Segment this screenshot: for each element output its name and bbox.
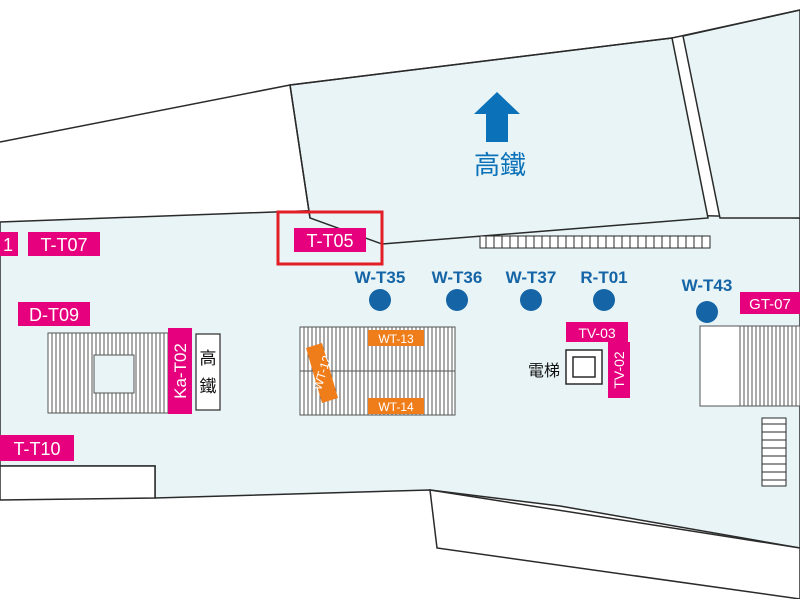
stop-w-t37-label: W-T37 [506, 268, 557, 287]
escalator-left [47, 332, 171, 414]
gate-label-t-t05-text: T-T05 [306, 231, 353, 251]
gate-label-t-t05[interactable]: T-T05 [294, 228, 366, 252]
up-arrow-icon [474, 92, 520, 142]
lower-annex [429, 489, 800, 599]
stop-w-t36-dot[interactable] [446, 289, 468, 311]
stop-w-t36-label: W-T36 [432, 268, 483, 287]
hsr-rail-label-line2: 鐵 [200, 377, 217, 397]
gate-label-tv-02[interactable]: TV-02 [608, 342, 630, 398]
elevator[interactable] [565, 349, 603, 385]
outer-wall-line [0, 9, 800, 143]
stair-label-wt-13[interactable]: WT-13 [368, 330, 424, 346]
stop-w-t35[interactable]: W-T35 [355, 268, 406, 311]
stair-ladder-right [761, 417, 787, 487]
highlight-box [276, 210, 384, 266]
hsr-rail-label: 高 鐵 [195, 333, 221, 411]
gate-label-gt-07-text: GT-07 [749, 296, 791, 313]
gate-label-gt-07[interactable]: GT-07 [740, 292, 800, 314]
gate-label-partial-1[interactable]: 1 [0, 232, 18, 256]
gate-label-tv-02-text: TV-02 [611, 351, 627, 389]
stair-label-wt-12[interactable]: WT-12 [306, 343, 338, 403]
gate-label-t-t10-text: T-T10 [13, 439, 60, 459]
gate-label-ka-t02-text: Ka-T02 [171, 343, 190, 399]
stop-w-t37[interactable]: W-T37 [506, 268, 557, 311]
gate-label-d-t09-text: D-T09 [29, 305, 79, 325]
escalator-right [699, 325, 800, 407]
stop-w-t35-label: W-T35 [355, 268, 406, 287]
gate-label-t-t07[interactable]: T-T07 [28, 232, 100, 256]
stair-label-wt-14[interactable]: WT-14 [368, 398, 424, 414]
elevator-label: 電梯 [528, 361, 560, 380]
gate-label-partial-1-text: 1 [3, 235, 13, 255]
gate-label-t-t07-text: T-T07 [40, 235, 87, 255]
gate-label-tv-03[interactable]: TV-03 [566, 322, 628, 342]
stair-label-wt-13-text: WT-13 [378, 332, 414, 346]
stop-w-t35-dot[interactable] [369, 289, 391, 311]
gate-label-ka-t02[interactable]: Ka-T02 [168, 328, 192, 414]
stair-label-wt-14-text: WT-14 [378, 400, 414, 414]
fare-gate-strip [479, 235, 711, 249]
stop-w-t36[interactable]: W-T36 [432, 268, 483, 311]
hsr-rail-label-line1: 高 [200, 349, 217, 369]
stop-r-t01[interactable]: R-T01 [580, 268, 628, 311]
stop-r-t01-label: R-T01 [580, 268, 627, 287]
gate-label-d-t09[interactable]: D-T09 [18, 302, 90, 326]
stop-w-t43-dot[interactable] [696, 301, 718, 323]
stop-w-t37-dot[interactable] [520, 289, 542, 311]
gate-label-t-t10[interactable]: T-T10 [0, 435, 74, 461]
gate-label-tv-03-text: TV-03 [578, 325, 616, 341]
hsr-exit-label: 高鐵 [474, 151, 526, 181]
stop-w-t43-label: W-T43 [682, 276, 733, 295]
divider-line [289, 84, 311, 219]
stop-r-t01-dot[interactable] [593, 289, 615, 311]
stop-w-t43[interactable]: W-T43 [682, 276, 733, 323]
lower-left-area [0, 465, 156, 501]
